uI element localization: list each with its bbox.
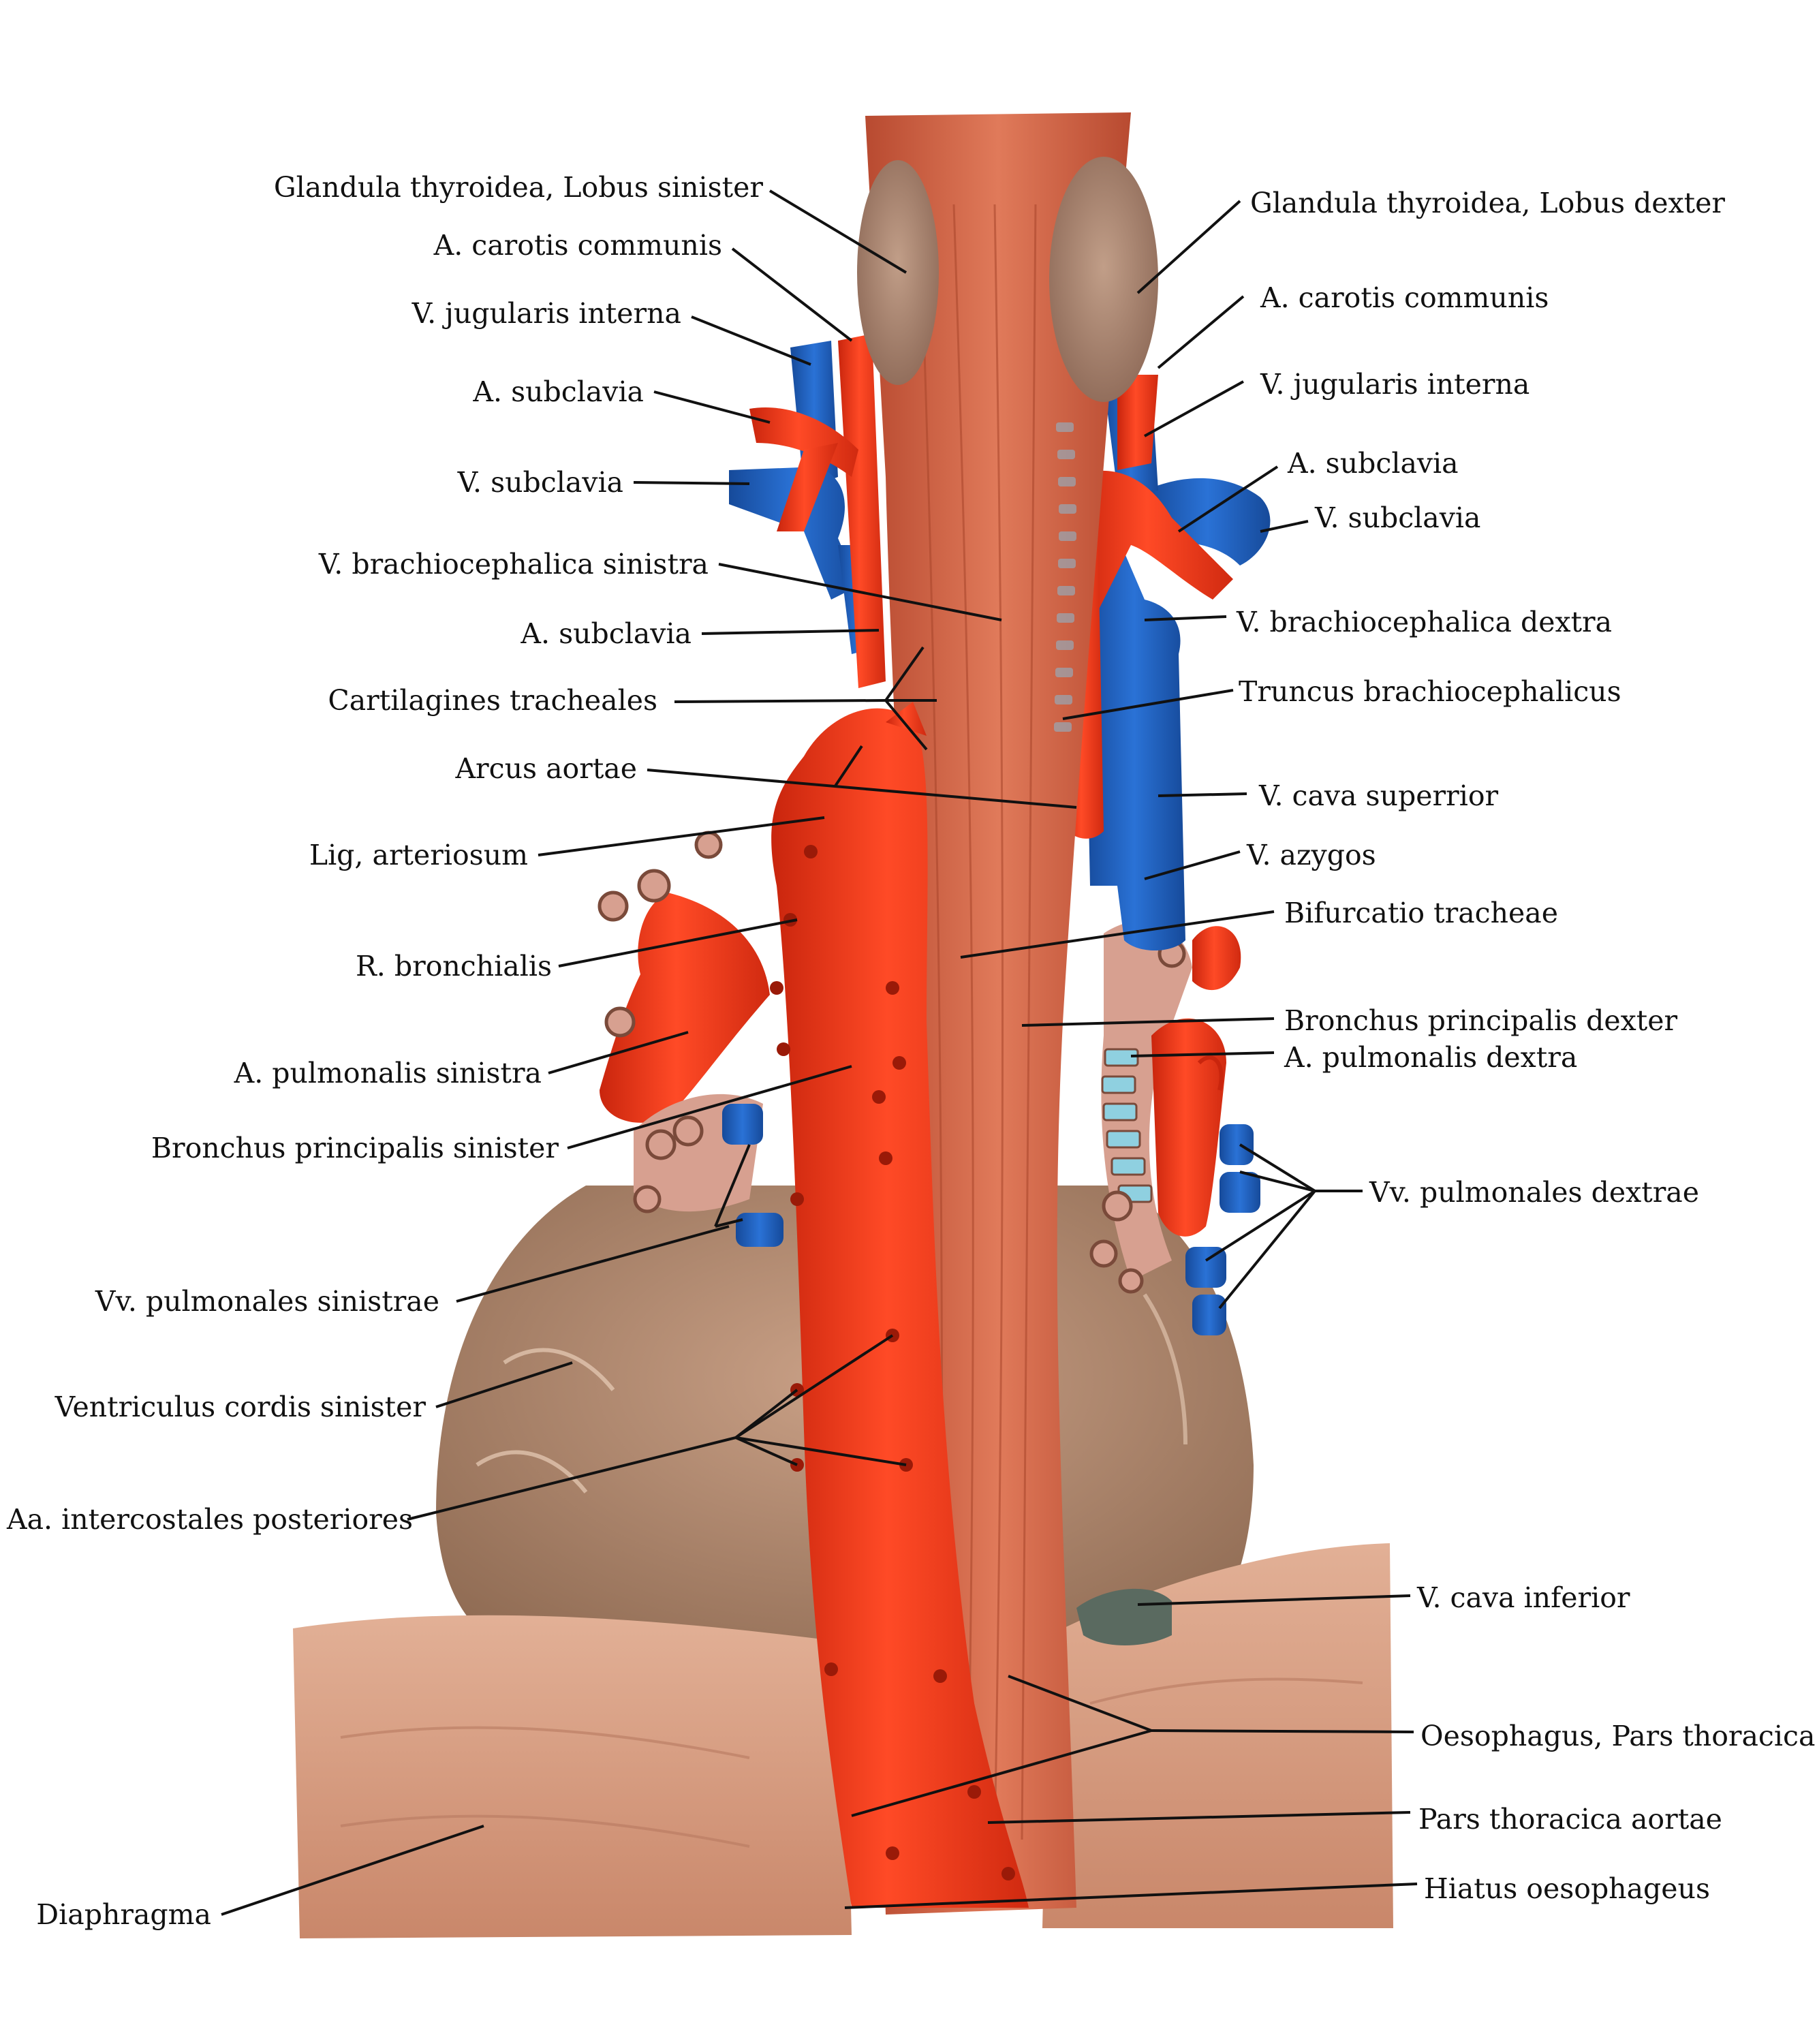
superior-vena-cava-shape (1083, 552, 1185, 950)
label-left-brachiocephalic-vein: V. brachiocephalica sinistra (318, 548, 709, 580)
right-carotid-artery-shape (1117, 375, 1158, 470)
label-left-pulmonary-artery: A. pulmonalis sinistra (234, 1057, 542, 1089)
label-left-ventricle: Ventriculus cordis sinister (55, 1391, 426, 1423)
label-thyroid-left-lobe: Glandula thyroidea, Lobus sinister (273, 171, 763, 204)
label-right-pulmonary-veins: Vv. pulmonales dextrae (1369, 1176, 1700, 1209)
right-subclavian-artery-shape (1076, 470, 1233, 613)
thyroid-right-lobe-shape (1049, 157, 1158, 402)
label-left-subclavian-artery-lower: A. subclavia (521, 617, 692, 650)
label-right-pulmonary-artery: A. pulmonalis dextra (1284, 1041, 1578, 1074)
label-aortic-arch: Arcus aortae (455, 752, 637, 785)
diaphragm-left (293, 1615, 852, 1938)
right-subclavian-vein-shape (1145, 478, 1271, 566)
label-left-main-bronchus: Bronchus principalis sinister (151, 1132, 559, 1164)
right-pulmonary-artery-shape (1151, 1018, 1226, 1237)
label-diaphragm: Diaphragma (36, 1898, 211, 1931)
label-thyroid-right-lobe: Glandula thyroidea, Lobus dexter (1250, 187, 1726, 219)
label-oesophageal-hiatus: Hiatus oesophageus (1424, 1872, 1710, 1905)
leader-lines (221, 189, 1418, 1916)
label-right-subclavian-vein: V. subclavia (1315, 501, 1481, 534)
left-subclavian-vein-shape (729, 467, 858, 600)
label-tracheal-cartilages: Cartilagines tracheales (328, 684, 657, 717)
label-azygos-vein: V. azygos (1247, 839, 1376, 871)
label-inferior-vena-cava: V. cava inferior (1417, 1581, 1630, 1614)
label-left-subclavian-artery-upper: A. subclavia (473, 375, 644, 408)
label-left-pulmonary-veins: Vv. pulmonales sinistrae (95, 1285, 439, 1318)
label-right-subclavian-artery: A. subclavia (1288, 447, 1459, 480)
label-brachiocephalic-trunk: Truncus brachiocephalicus (1239, 675, 1621, 708)
label-left-internal-jugular: V. jugularis interna (411, 297, 681, 330)
thyroid-left-lobe-shape (857, 160, 939, 385)
label-thoracic-aorta: Pars thoracica aortae (1418, 1803, 1722, 1836)
label-posterior-intercostal-arteries: Aa. intercostales posteriores (7, 1503, 414, 1536)
label-right-brachiocephalic-vein: V. brachiocephalica dextra (1237, 606, 1613, 638)
label-ligamentum-arteriosum: Lig, arteriosum (309, 839, 528, 871)
aorta-shape (771, 708, 1029, 1908)
label-right-internal-jugular: V. jugularis interna (1260, 368, 1530, 401)
label-left-common-carotid: A. carotis communis (433, 229, 722, 262)
label-bronchial-branch: R. bronchialis (355, 950, 552, 982)
left-carotid-artery-shape (838, 334, 886, 688)
label-right-common-carotid: A. carotis communis (1260, 281, 1549, 314)
label-tracheal-bifurcation: Bifurcatio tracheae (1284, 897, 1558, 929)
label-right-main-bronchus: Bronchus principalis dexter (1284, 1004, 1678, 1037)
label-superior-vena-cava: V. cava superrior (1259, 779, 1499, 812)
label-left-subclavian-vein: V. subclavia (457, 466, 623, 499)
label-oesophagus-thoracic: Oesophagus, Pars thoracica (1420, 1720, 1816, 1752)
